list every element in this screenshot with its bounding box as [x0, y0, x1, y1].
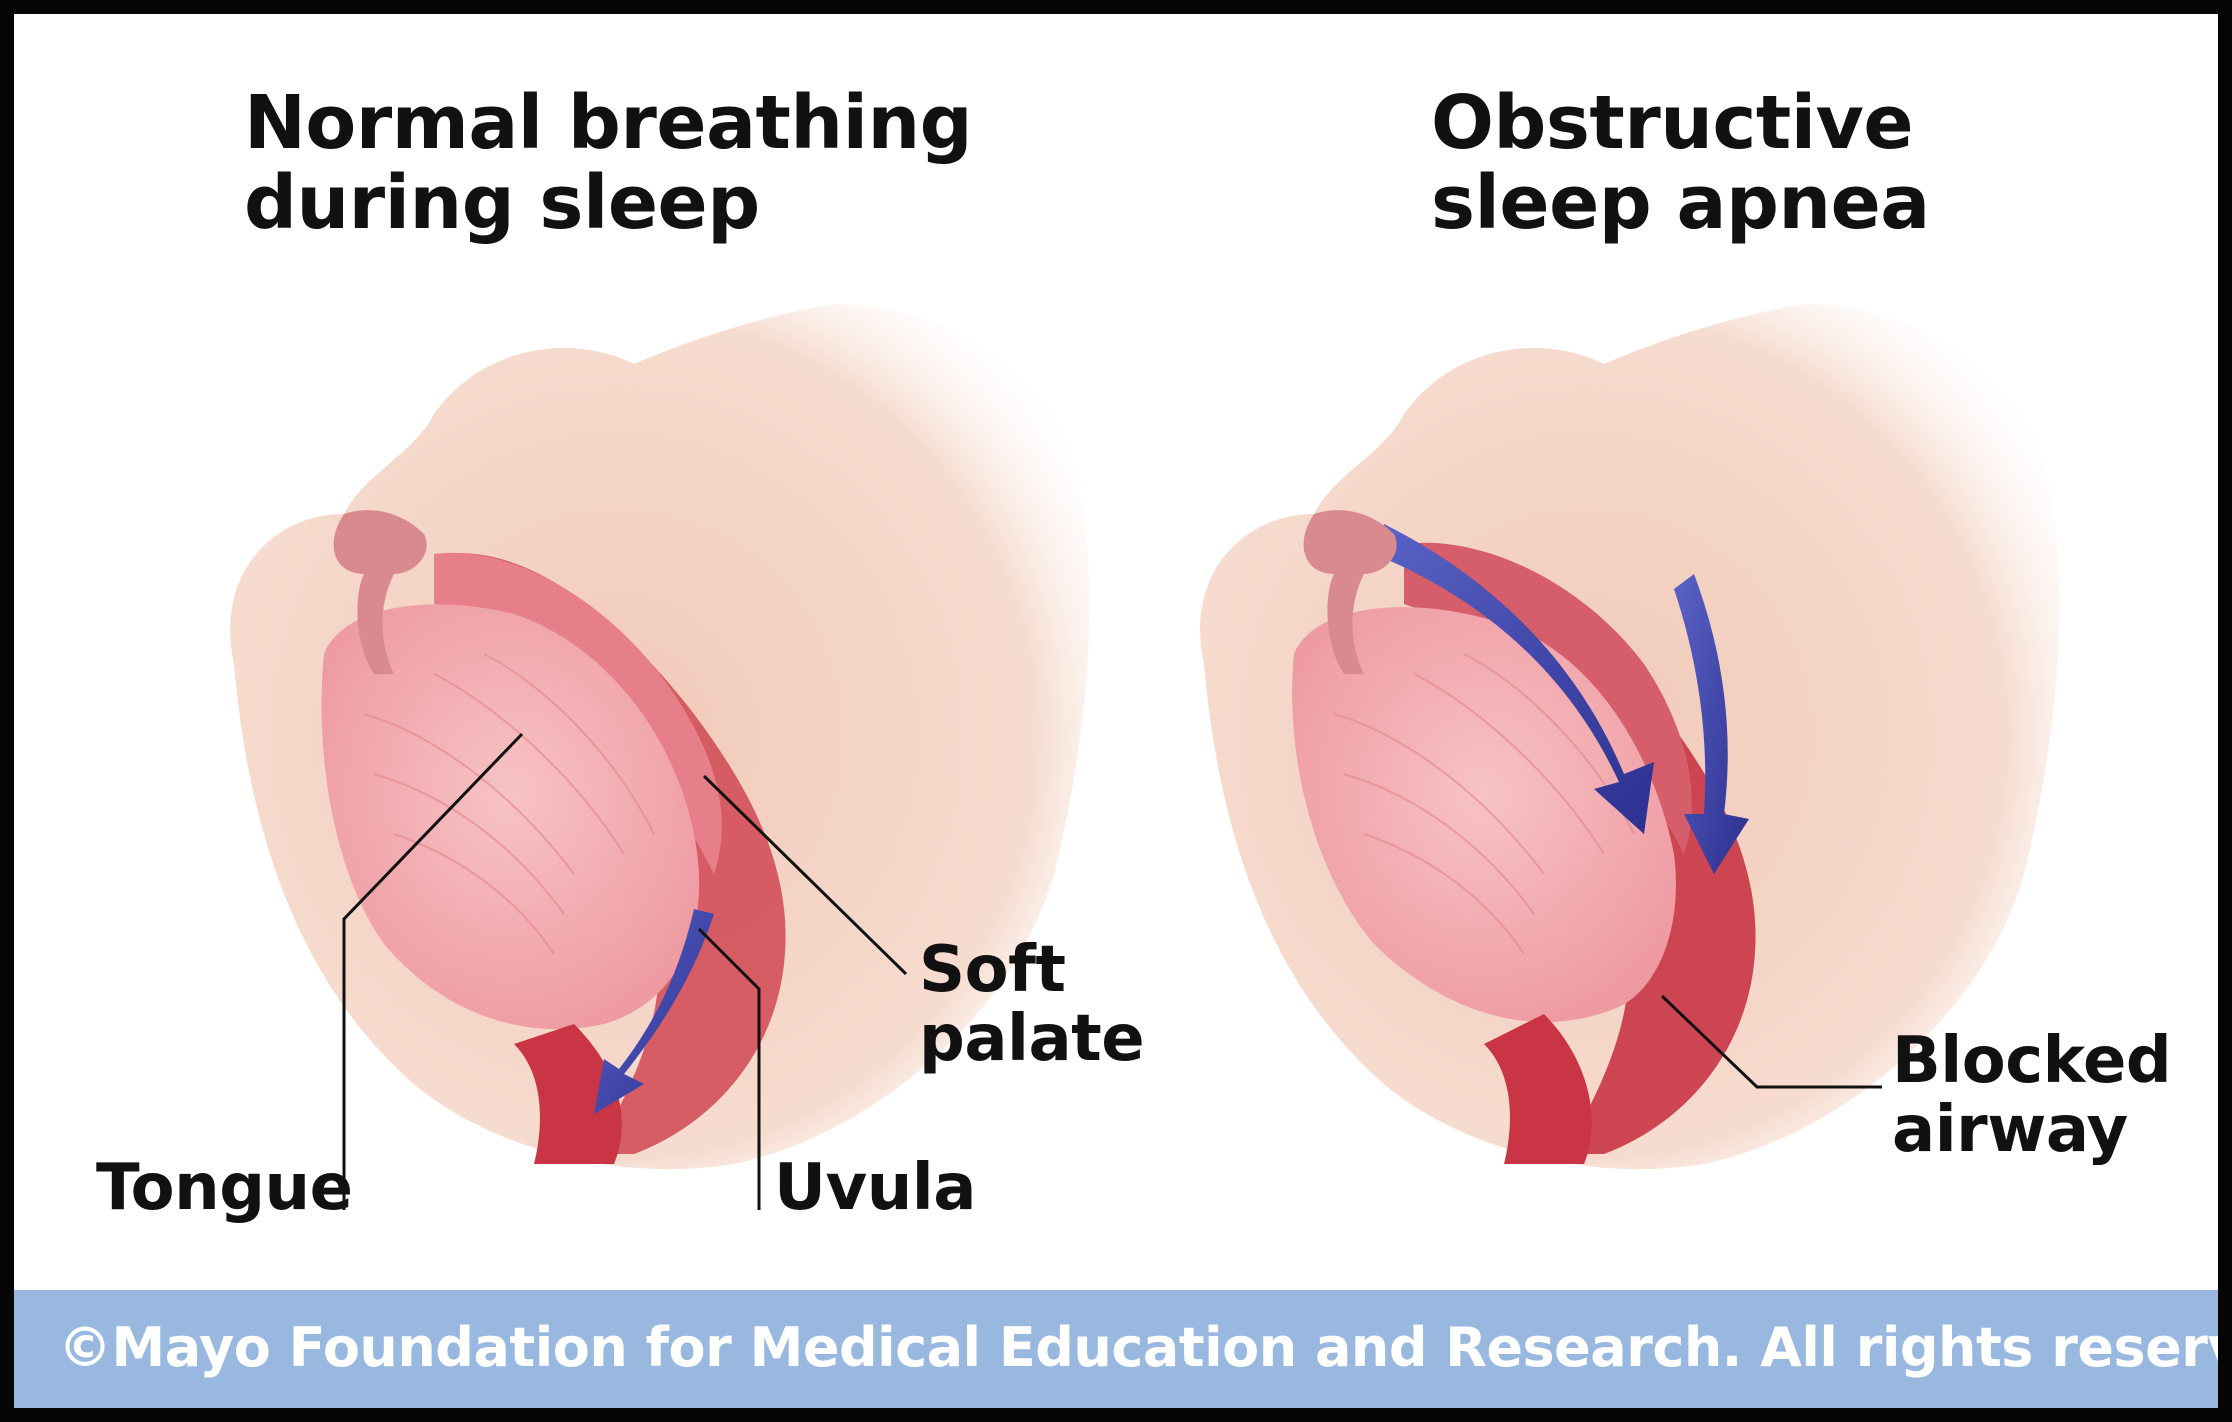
normal-title-line-1: Normal breathing — [244, 84, 972, 164]
apnea-title-line-1: Obstructive — [1431, 84, 1930, 164]
soft-palate-line-2: palate — [919, 1005, 1144, 1074]
copyright-band: ©Mayo Foundation for Medical Education a… — [14, 1290, 2218, 1408]
normal-title-line-2: during sleep — [244, 164, 972, 244]
normal-breathing-title: Normal breathing during sleep — [244, 84, 972, 244]
blocked-airway-line-2: airway — [1892, 1096, 2171, 1165]
copyright-text: ©Mayo Foundation for Medical Education a… — [58, 1316, 2232, 1379]
apnea-title-line-2: sleep apnea — [1431, 164, 1930, 244]
soft-palate-label: Soft palate — [919, 936, 1144, 1074]
soft-palate-line-1: Soft — [919, 936, 1144, 1005]
obstructive-apnea-title: Obstructive sleep apnea — [1431, 84, 1930, 244]
uvula-label: Uvula — [774, 1154, 976, 1223]
blocked-airway-line-1: Blocked — [1892, 1027, 2171, 1096]
tongue-label: Tongue — [96, 1154, 352, 1223]
blocked-airway-label: Blocked airway — [1892, 1027, 2171, 1165]
